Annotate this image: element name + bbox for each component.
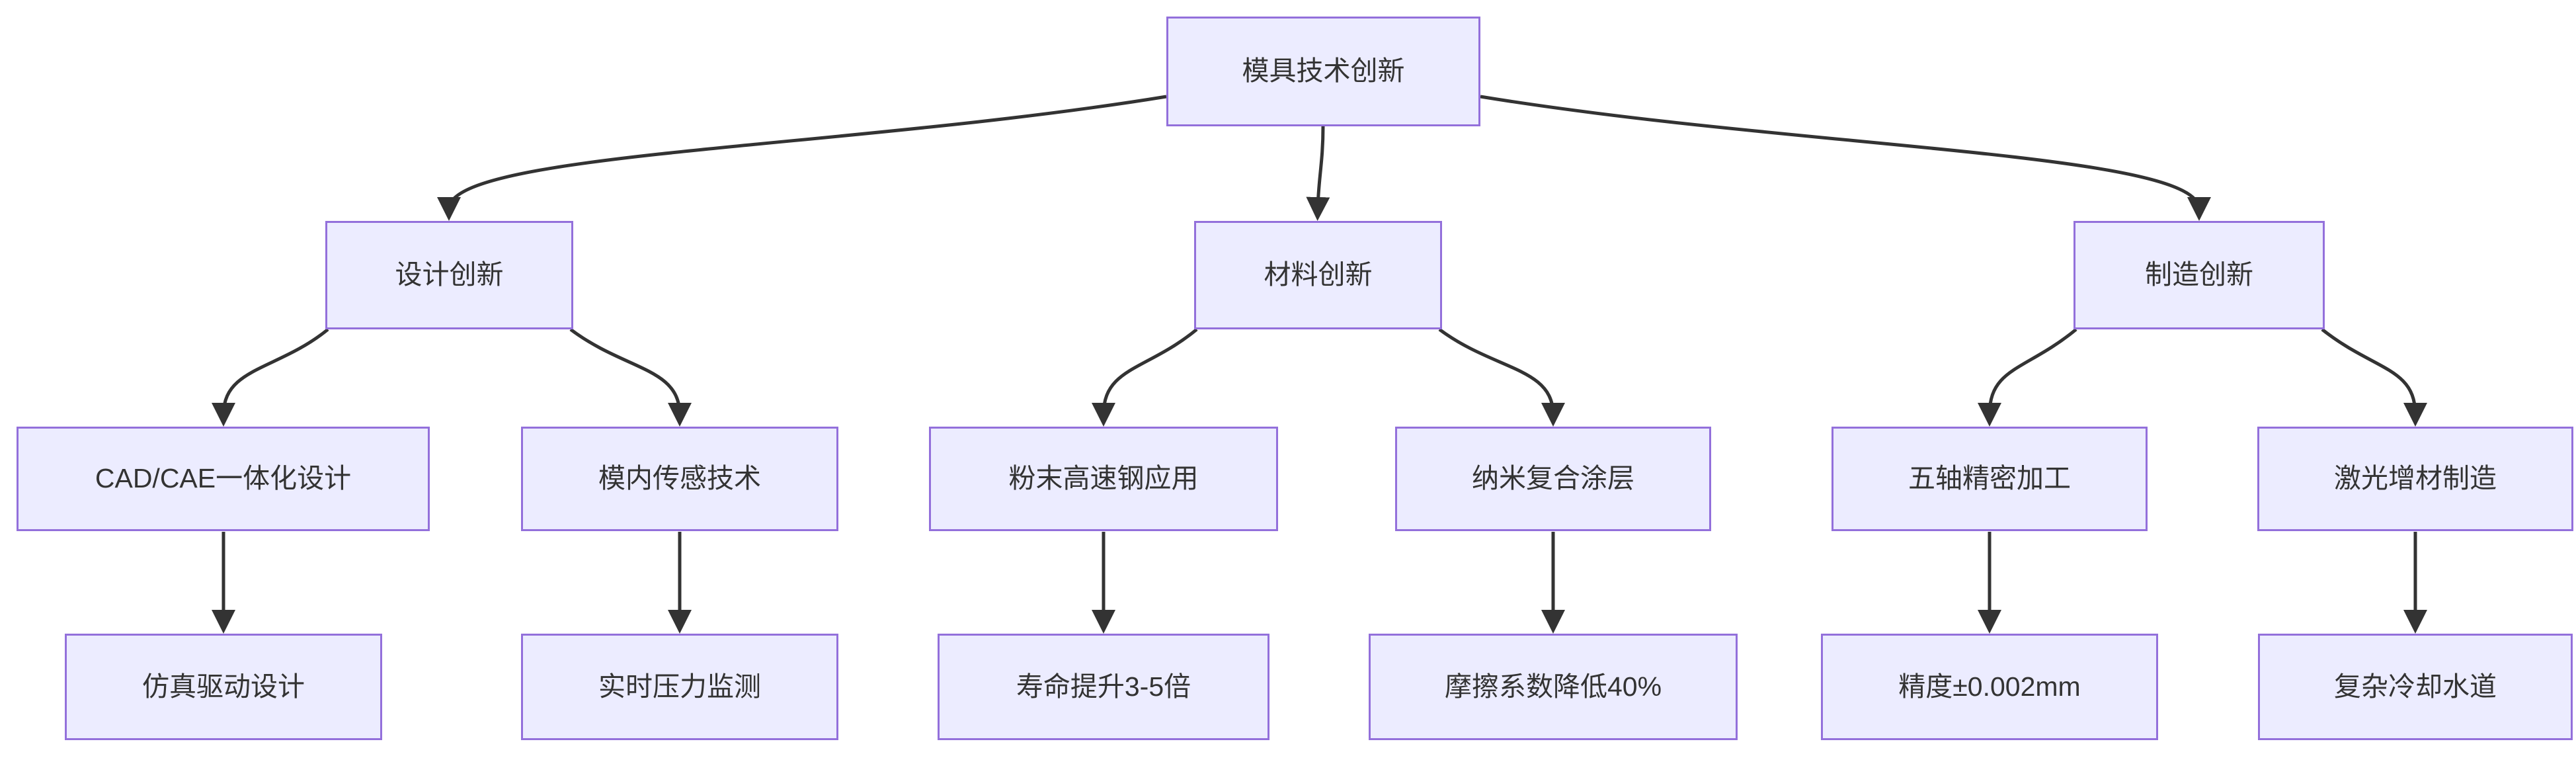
node-laser-additive: 激光增材制造 <box>2257 427 2573 531</box>
node-complex-cooling-channels: 复杂冷却水道 <box>2258 634 2573 740</box>
node-cadcae-design-label: CAD/CAE一体化设计 <box>95 463 352 494</box>
node-root: 模具技术创新 <box>1166 17 1480 126</box>
node-lifespan-boost: 寿命提升3-5倍 <box>938 634 1269 740</box>
edge-manufacturing-to-laser <box>2321 328 2427 427</box>
edge-root-to-manufacturing <box>1480 95 2211 221</box>
edge-design-to-cadcae <box>212 328 329 427</box>
edge-material-to-powder-steel <box>1092 328 1198 427</box>
edge-root-to-design <box>437 95 1167 221</box>
edge-design-to-sensor <box>569 328 692 427</box>
node-simulation-driven-design: 仿真驱动设计 <box>65 634 382 740</box>
node-in-mold-sensor-label: 模内传感技术 <box>598 463 761 494</box>
node-powder-hss: 粉末高速钢应用 <box>929 427 1278 531</box>
node-complex-cooling-channels-label: 复杂冷却水道 <box>2334 671 2497 702</box>
node-precision-spec-label: 精度±0.002mm <box>1898 671 2081 702</box>
edge-manufacturing-to-five-axis <box>1978 328 2077 427</box>
node-manufacturing-innovation: 制造创新 <box>2073 221 2325 329</box>
node-precision-spec: 精度±0.002mm <box>1821 634 2158 740</box>
edge-material-to-nano-coating <box>1438 327 1565 427</box>
edge-root-to-material <box>1306 126 1330 221</box>
node-five-axis-machining-label: 五轴精密加工 <box>1908 463 2071 494</box>
node-cadcae-design: CAD/CAE一体化设计 <box>17 427 430 531</box>
node-root-label: 模具技术创新 <box>1242 56 1405 87</box>
node-friction-reduction: 摩擦系数降低40% <box>1369 634 1738 740</box>
node-realtime-pressure-monitoring-label: 实时压力监测 <box>598 671 761 702</box>
node-simulation-driven-design-label: 仿真驱动设计 <box>142 671 305 702</box>
node-friction-reduction-label: 摩擦系数降低40% <box>1444 671 1662 702</box>
node-design-innovation-label: 设计创新 <box>395 259 504 290</box>
node-five-axis-machining: 五轴精密加工 <box>1831 427 2148 531</box>
node-material-innovation-label: 材料创新 <box>1264 259 1373 290</box>
node-lifespan-boost-label: 寿命提升3-5倍 <box>1016 671 1191 702</box>
node-nano-coating-label: 纳米复合涂层 <box>1472 463 1634 494</box>
node-powder-hss-label: 粉末高速钢应用 <box>1008 463 1199 494</box>
node-material-innovation: 材料创新 <box>1194 221 1442 329</box>
node-realtime-pressure-monitoring: 实时压力监测 <box>521 634 838 740</box>
node-nano-coating: 纳米复合涂层 <box>1395 427 1711 531</box>
node-manufacturing-innovation-label: 制造创新 <box>2145 259 2253 290</box>
node-in-mold-sensor: 模内传感技术 <box>521 427 838 531</box>
node-laser-additive-label: 激光增材制造 <box>2334 463 2497 494</box>
node-design-innovation: 设计创新 <box>325 221 573 329</box>
